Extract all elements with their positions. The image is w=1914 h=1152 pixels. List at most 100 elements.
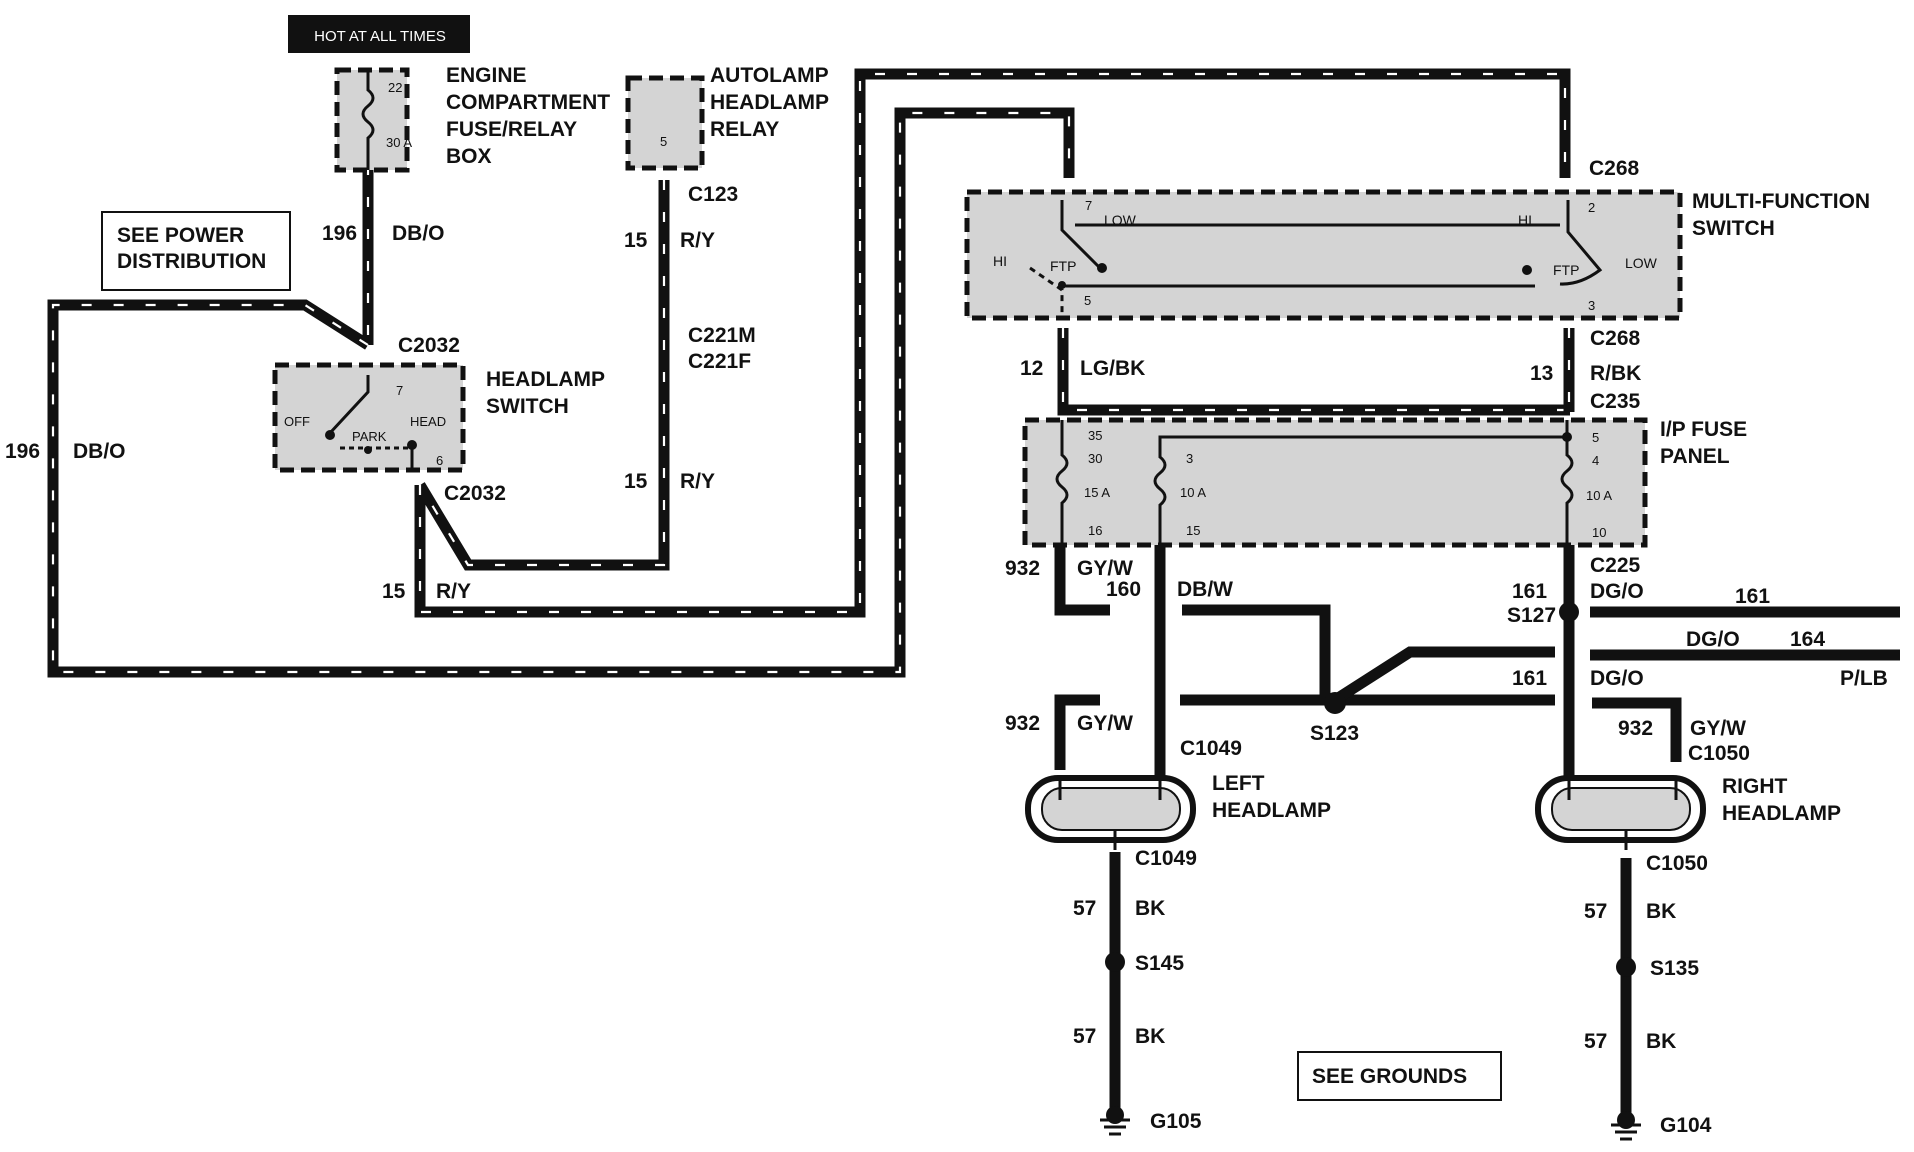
svg-text:161: 161 (1735, 585, 1770, 608)
svg-text:164: 164 (1790, 628, 1825, 651)
svg-text:30 A: 30 A (386, 135, 412, 150)
svg-text:16: 16 (1088, 523, 1102, 538)
svg-text:DB/O: DB/O (392, 222, 445, 245)
svg-text:R/Y: R/Y (680, 229, 715, 252)
splice-s135 (1616, 957, 1636, 977)
svg-text:6: 6 (436, 453, 443, 468)
svg-text:10: 10 (1592, 525, 1606, 540)
svg-text:C221F: C221F (688, 350, 751, 373)
svg-text:3: 3 (1186, 451, 1193, 466)
svg-text:S135: S135 (1650, 957, 1699, 980)
svg-text:HEADLAMP: HEADLAMP (1212, 799, 1331, 822)
see-power-distribution-note: SEE POWER DISTRIBUTION (101, 211, 291, 291)
svg-text:5: 5 (1084, 293, 1091, 308)
svg-text:LG/BK: LG/BK (1080, 357, 1145, 380)
svg-text:5: 5 (660, 134, 667, 149)
svg-text:15: 15 (382, 580, 406, 603)
svg-text:HI: HI (993, 253, 1007, 269)
splice-s145 (1105, 952, 1125, 972)
svg-text:OFF: OFF (284, 414, 310, 429)
svg-text:S123: S123 (1310, 722, 1359, 745)
svg-text:LOW: LOW (1625, 255, 1658, 271)
svg-text:GY/W: GY/W (1077, 712, 1133, 735)
svg-text:3: 3 (1588, 298, 1595, 313)
headlamp-switch: OFF PARK HEAD 7 6 HEADLAMP SWITCH (272, 362, 605, 473)
svg-text:C1050: C1050 (1688, 742, 1750, 765)
svg-text:R/Y: R/Y (680, 470, 715, 493)
svg-text:GY/W: GY/W (1077, 557, 1133, 580)
svg-text:GY/W: GY/W (1690, 717, 1746, 740)
svg-text:C1050: C1050 (1646, 852, 1708, 875)
svg-text:HEAD: HEAD (410, 414, 446, 429)
wire-196-loop (47, 107, 1075, 678)
svg-text:7: 7 (396, 383, 403, 398)
svg-text:C123: C123 (688, 183, 738, 206)
svg-text:160: 160 (1106, 578, 1141, 601)
svg-text:10 A: 10 A (1586, 488, 1612, 503)
svg-text:HEADLAMP: HEADLAMP (486, 368, 605, 391)
svg-text:161: 161 (1512, 667, 1547, 690)
svg-text:15: 15 (1186, 523, 1200, 538)
svg-text:12: 12 (1020, 357, 1043, 380)
svg-text:C225: C225 (1590, 554, 1641, 577)
svg-text:R/BK: R/BK (1590, 362, 1641, 385)
svg-text:57: 57 (1073, 897, 1096, 920)
svg-text:932: 932 (1618, 717, 1653, 740)
svg-text:DISTRIBUTION: DISTRIBUTION (117, 250, 266, 273)
svg-text:G105: G105 (1150, 1110, 1202, 1133)
svg-text:C2032: C2032 (444, 482, 506, 505)
svg-text:SWITCH: SWITCH (1692, 217, 1775, 240)
svg-text:RELAY: RELAY (710, 118, 779, 141)
svg-text:C268: C268 (1589, 157, 1640, 180)
engine-box-label-1: ENGINE (446, 64, 527, 87)
splice-s127 (1559, 602, 1579, 622)
svg-text:196: 196 (322, 222, 357, 245)
wire-932-right-stub (1592, 697, 1682, 762)
multi-function-switch: 7 LOW HI FTP 5 HI 2 FTP LOW 3 MULTI-FUNC… (964, 189, 1870, 321)
svg-text:AUTOLAMP: AUTOLAMP (710, 64, 829, 87)
svg-text:15 A: 15 A (1084, 485, 1110, 500)
svg-text:SWITCH: SWITCH (486, 395, 569, 418)
svg-text:C1049: C1049 (1180, 737, 1242, 760)
svg-text:FTP: FTP (1050, 258, 1076, 274)
grounds: G105 G104 (1100, 1106, 1712, 1141)
svg-text:57: 57 (1584, 1030, 1607, 1053)
svg-text:MULTI-FUNCTION: MULTI-FUNCTION (1692, 190, 1870, 213)
hot-at-all-times-text: HOT AT ALL TIMES (314, 28, 446, 45)
svg-text:HI: HI (1518, 212, 1532, 228)
svg-text:BK: BK (1135, 897, 1165, 920)
svg-text:LOW: LOW (1104, 212, 1137, 228)
svg-text:5: 5 (1592, 430, 1599, 445)
svg-text:2: 2 (1588, 200, 1595, 215)
svg-text:C221M: C221M (688, 324, 756, 347)
splices: S127 S123 S145 S135 (1105, 602, 1699, 980)
svg-text:P/LB: P/LB (1840, 667, 1888, 690)
svg-text:DB/O: DB/O (73, 440, 126, 463)
svg-text:13: 13 (1530, 362, 1553, 385)
svg-text:932: 932 (1005, 712, 1040, 735)
svg-text:57: 57 (1073, 1025, 1096, 1048)
svg-text:I/P FUSE: I/P FUSE (1660, 418, 1747, 441)
svg-text:DG/O: DG/O (1590, 580, 1644, 603)
svg-text:22: 22 (388, 80, 402, 95)
svg-text:4: 4 (1592, 453, 1599, 468)
svg-text:161: 161 (1512, 580, 1547, 603)
svg-text:S127: S127 (1507, 604, 1556, 627)
wire-932-left-stub (1054, 694, 1100, 770)
engine-fuse-box: 22 30 A ENGINE COMPARTMENT FUSE/RELAY BO… (334, 64, 610, 173)
svg-text:S145: S145 (1135, 952, 1184, 975)
svg-text:FTP: FTP (1553, 262, 1579, 278)
svg-text:HEADLAMP: HEADLAMP (1722, 802, 1841, 825)
ip-fuse-panel: 35 30 15 A 16 3 10 A 15 5 4 10 A 10 I/P … (1022, 417, 1747, 548)
svg-text:BK: BK (1646, 900, 1676, 923)
svg-text:PANEL: PANEL (1660, 445, 1730, 468)
svg-text:30: 30 (1088, 451, 1102, 466)
svg-text:C1049: C1049 (1135, 847, 1197, 870)
svg-text:C268: C268 (1590, 327, 1641, 350)
splice-s123 (1324, 692, 1346, 714)
svg-text:C235: C235 (1590, 390, 1641, 413)
svg-text:C2032: C2032 (398, 334, 460, 357)
connectors: C2032 C2032 C123 C221M C221F C268 C268 C… (398, 157, 1750, 875)
wires (47, 68, 1900, 1125)
